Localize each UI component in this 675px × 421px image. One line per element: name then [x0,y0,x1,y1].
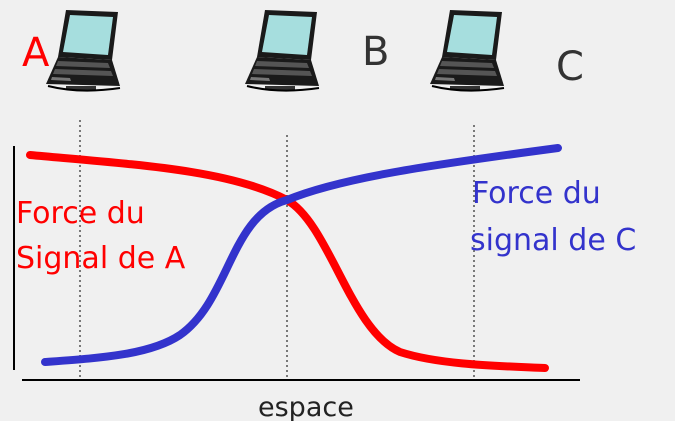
laptop-b-icon [245,10,319,91]
curve-c-label-line2: signal de C [470,223,636,258]
curve-c-label-line1: Force du [472,176,601,211]
node-b-label: B [362,29,389,75]
node-a-label: A [22,30,50,76]
laptop-c-icon [430,10,504,91]
laptop-a-icon [46,10,120,91]
curve-a-label-line2: Signal de A [16,241,186,276]
node-c-label: C [556,44,584,90]
x-axis-label: espace [258,392,354,421]
curve-a-label-line1: Force du [16,196,145,231]
